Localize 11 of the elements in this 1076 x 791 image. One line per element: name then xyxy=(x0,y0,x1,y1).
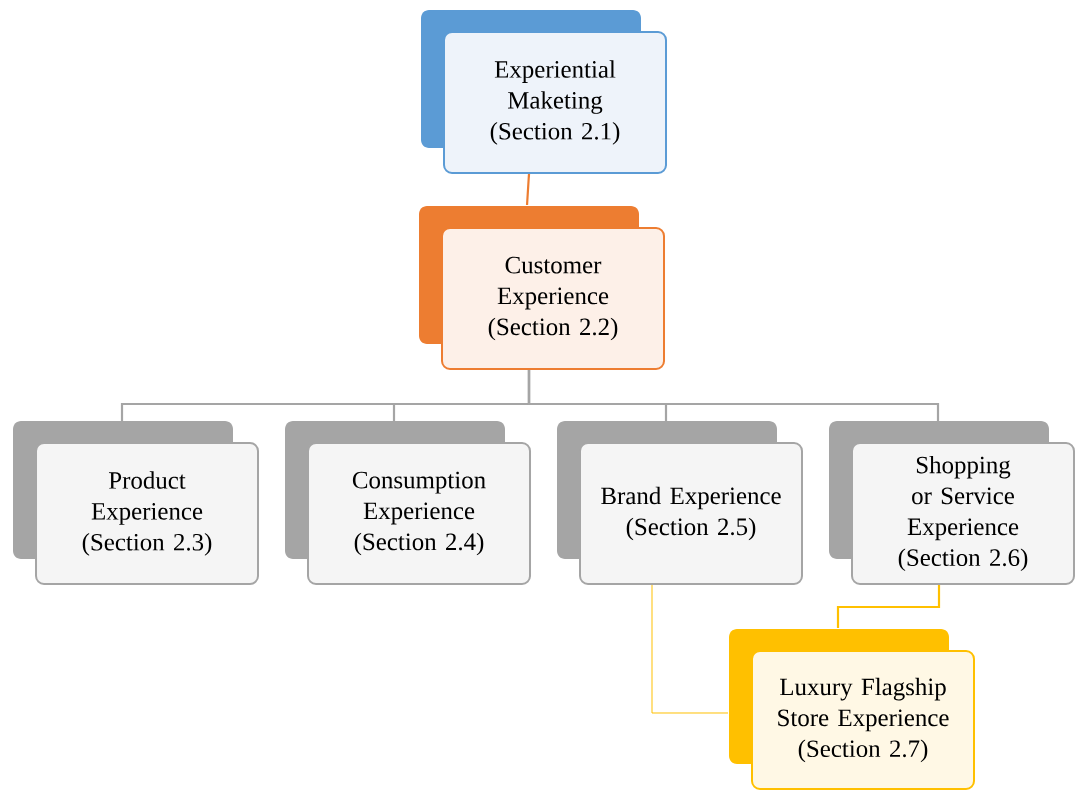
process-box: Consumption Experience (Section 2.4) xyxy=(285,421,531,585)
process-box: Brand Experience (Section 2.5) xyxy=(557,421,803,585)
process-box: Shopping or Service Experience (Section 2.6) xyxy=(829,421,1075,585)
connector-line xyxy=(527,370,940,421)
connector-line xyxy=(651,584,729,714)
connector-line xyxy=(525,173,531,206)
process-box: Experiential Maketing (Section 2.1) xyxy=(421,10,667,174)
connector-line xyxy=(836,585,941,628)
process-box: Product Experience (Section 2.3) xyxy=(13,421,259,585)
process-box: Luxury Flagship Store Experience (Section 2.7) xyxy=(729,629,975,790)
process-box: Customer Experience (Section 2.2) xyxy=(419,206,665,370)
